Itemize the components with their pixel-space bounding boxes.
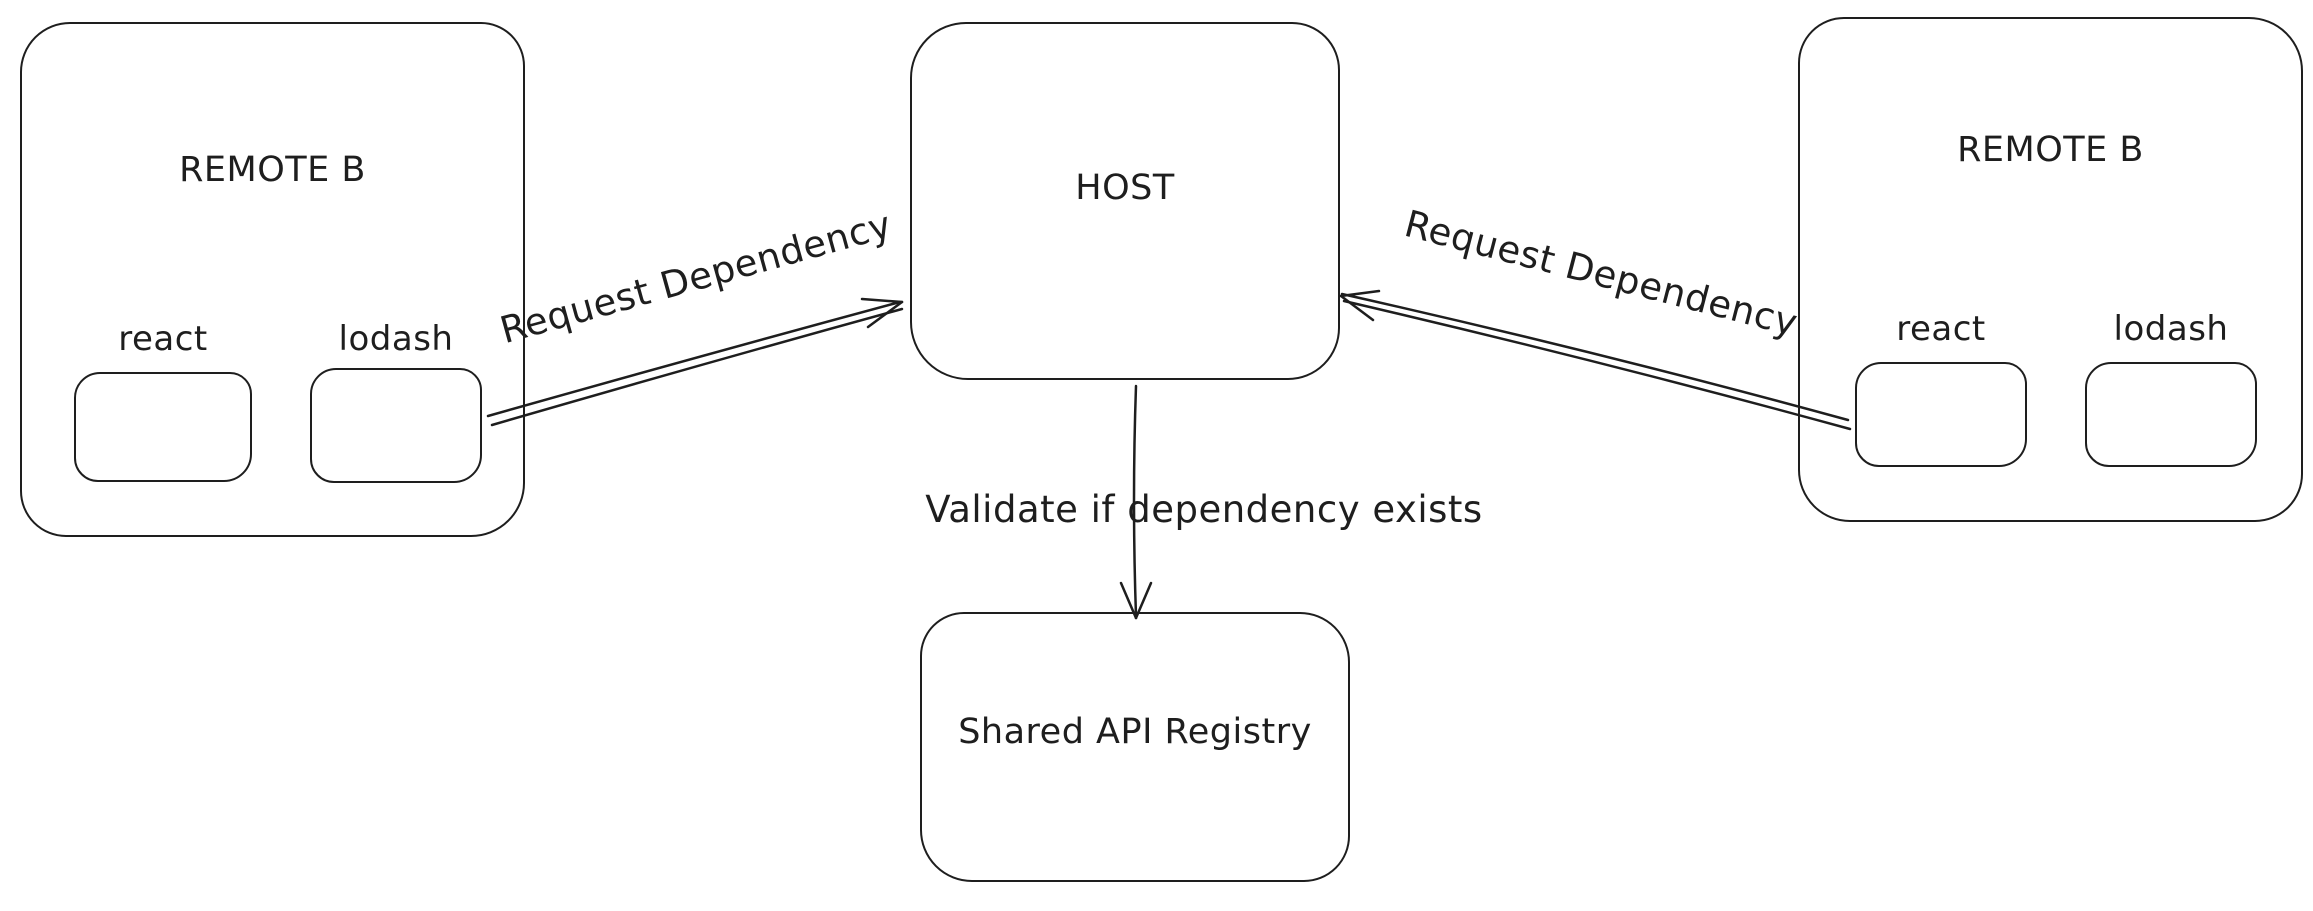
edge-label-request-dependency-right: Request Dependency <box>1400 202 1803 345</box>
module-react-right-label: react <box>1896 309 1986 349</box>
node-shared-api-registry-title: Shared API Registry <box>958 712 1312 752</box>
module-react-right-box <box>1855 362 2027 467</box>
node-remote-b-left-title: REMOTE B <box>179 150 366 190</box>
module-react-left-label: react <box>118 319 208 359</box>
module-lodash-right-box <box>2085 362 2257 467</box>
node-host-title: HOST <box>1075 168 1175 208</box>
module-lodash-right-label: lodash <box>2113 309 2229 349</box>
edge-label-request-dependency-left: Request Dependency <box>495 202 897 353</box>
module-lodash-left-box <box>310 368 482 483</box>
node-host <box>910 22 1340 380</box>
module-lodash-left-label: lodash <box>338 319 454 359</box>
node-remote-b-right <box>1798 17 2303 522</box>
node-remote-b-left <box>20 22 525 537</box>
edge-label-validate-dependency: Validate if dependency exists <box>925 488 1483 531</box>
module-react-left-box <box>74 372 252 482</box>
node-remote-b-right-title: REMOTE B <box>1957 130 2144 170</box>
